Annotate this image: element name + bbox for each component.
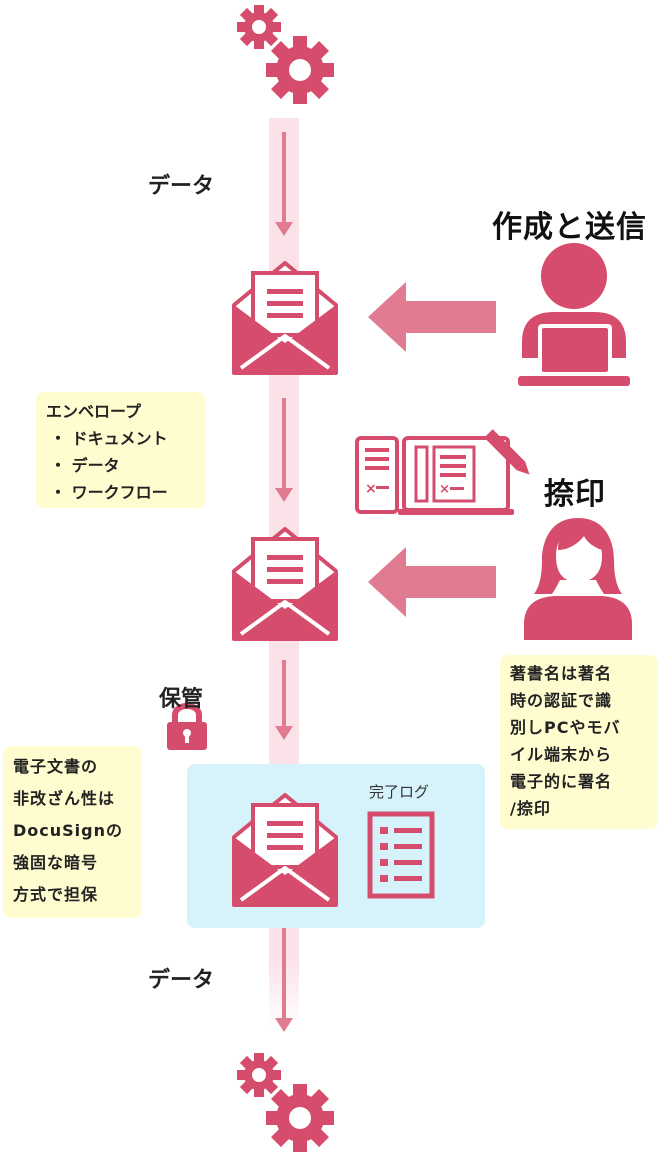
storage-label: 保管 [159,687,204,712]
svg-text:×: × [365,481,377,497]
envelope-icon-2 [232,527,338,641]
envelope-icon-3 [232,793,338,907]
note-line: 電子的に署名 [510,772,613,791]
security-note: 電子文書の 非改ざん性は DocuSignの 強固な暗号 方式で担保 [3,746,142,918]
sender-title: 作成と送信 [492,210,647,245]
sign-arrow-icon [368,547,496,617]
signing-note: 著書名は著名 時の認証で識 別しPCやモバ イル端末から 電子的に署名 /捺印 [500,655,658,829]
log-label: 完了ログ [369,783,430,801]
envelope-note: エンベロープ ・ ドキュメント ・ データ ・ ワークフロー [36,392,205,508]
flow-arrow-2 [275,398,293,502]
note-line: 著書名は著名 [510,664,613,683]
lock-icon [167,703,207,750]
gears-icon-top [237,5,334,104]
note-line: /捺印 [510,799,551,818]
svg-text:×: × [439,482,450,497]
note-line: 別しPCやモバ [510,718,621,737]
data-label-bottom: データ [148,968,215,993]
flow-arrow-4 [275,928,293,1032]
note-line: ・ データ [50,456,120,475]
envelope-icon-1 [232,261,338,375]
note-line: 強固な暗号 [13,853,99,872]
note-line: 電子文書の [13,757,99,776]
note-line: ・ ドキュメント [50,429,168,448]
note-line: 非改ざん性は [13,789,116,808]
flow-arrow-1 [275,132,293,236]
person-at-laptop-icon [518,243,630,386]
note-line: 方式で担保 [13,885,99,904]
note-line: エンベロープ [46,402,142,421]
note-line: イル端末から [510,745,613,764]
devices-icon: × × [355,429,530,515]
flow-arrow-3 [275,660,293,740]
signer-title: 捺印 [544,477,606,512]
note-line: DocuSignの [13,821,124,840]
log-document-icon [367,811,435,899]
note-line: 時の認証で識 [510,691,613,710]
note-line: ・ ワークフロー [50,483,168,502]
gears-icon-bottom [237,1053,334,1152]
send-arrow-icon [368,282,496,352]
woman-icon [524,518,632,640]
data-label-top: データ [148,174,215,199]
